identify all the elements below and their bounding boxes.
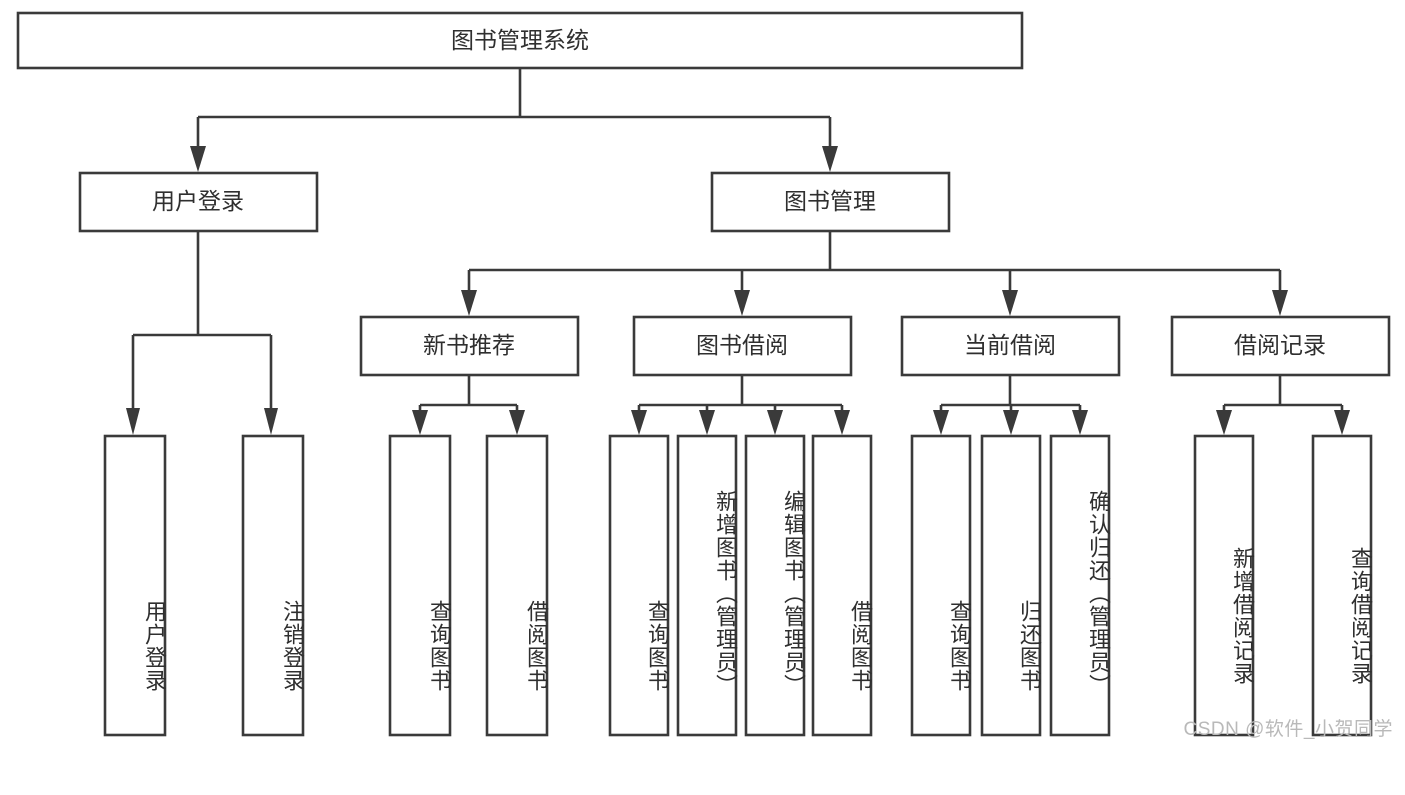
leaf-borrow-book-box[interactable] <box>811 434 873 737</box>
leaf-add-book-box[interactable] <box>676 434 738 737</box>
node-root-box[interactable] <box>16 11 1024 70</box>
leaf-return-book-box[interactable] <box>980 434 1042 737</box>
node-root-label: 图书管理系统 <box>451 27 589 53</box>
leaf-boxes-group <box>103 434 1373 737</box>
node-user-login[interactable]: 用户登录 <box>78 171 319 233</box>
arrowhead-leaf-return-book <box>1003 410 1019 435</box>
connector-group-user-login <box>126 231 278 435</box>
node-current-borrow-label: 当前借阅 <box>964 332 1056 358</box>
node-user-login-label: 用户登录 <box>152 188 244 214</box>
leaf-query-book-cur-box[interactable] <box>910 434 972 737</box>
node-root[interactable]: 图书管理系统 <box>16 11 1024 70</box>
leaf-query-book-borrow-box[interactable] <box>608 434 670 737</box>
connector-group-book-borrow <box>631 375 850 435</box>
leaf-confirm-return-box[interactable] <box>1049 434 1111 737</box>
connector-group-root <box>190 68 838 172</box>
arrowhead-borrow-record <box>1272 290 1288 316</box>
diagram-canvas-container: 图书管理系统 用户登录 图书管理 新书推荐 图书借阅 当前借阅 借阅记录 <box>16 11 1393 740</box>
arrowhead-leaf-query-book-rec <box>412 410 428 435</box>
leaf-logout-box[interactable] <box>241 434 305 737</box>
node-borrow-record[interactable]: 借阅记录 <box>1170 315 1391 377</box>
arrowhead-current-borrow <box>1002 290 1018 316</box>
connector-group-book-manage <box>461 231 1288 316</box>
node-new-book-recommend[interactable]: 新书推荐 <box>359 315 580 377</box>
connector-group-borrow-record <box>1216 375 1350 435</box>
leaf-borrow-book-rec-box[interactable] <box>485 434 549 737</box>
arrowhead-leaf-query-book-cur <box>933 410 949 435</box>
arrowhead-leaf-borrow-book-rec <box>509 410 525 435</box>
connector-group-current-borrow <box>933 375 1088 435</box>
leaf-add-record-box[interactable] <box>1193 434 1255 737</box>
node-book-manage[interactable]: 图书管理 <box>710 171 951 233</box>
node-new-book-recommend-box[interactable] <box>359 315 580 377</box>
leaf-user-login-box[interactable] <box>103 434 167 737</box>
node-book-manage-label: 图书管理 <box>784 188 876 214</box>
arrowhead-leaf-query-book-borrow <box>631 410 647 435</box>
node-book-manage-box[interactable] <box>710 171 951 233</box>
arrowhead-book-manage <box>822 146 838 172</box>
arrowhead-leaf-edit-book <box>767 410 783 435</box>
arrowhead-user-login <box>190 146 206 172</box>
node-new-book-recommend-label: 新书推荐 <box>423 332 515 358</box>
arrowhead-leaf-add-record <box>1216 410 1232 435</box>
node-borrow-record-label: 借阅记录 <box>1234 332 1326 358</box>
arrowhead-leaf-borrow-book <box>834 410 850 435</box>
arrowhead-leaf-query-record <box>1334 410 1350 435</box>
leaf-query-book-rec-box[interactable] <box>388 434 452 737</box>
csdn-watermark: CSDN @软件_小贺同学 <box>1183 719 1393 740</box>
arrowhead-leaf-add-book <box>699 410 715 435</box>
node-current-borrow-box[interactable] <box>900 315 1121 377</box>
leaf-edit-book-box[interactable] <box>744 434 806 737</box>
node-book-borrow-box[interactable] <box>632 315 853 377</box>
node-user-login-box[interactable] <box>78 171 319 233</box>
leaf-query-record-box[interactable] <box>1311 434 1373 737</box>
node-book-borrow-label: 图书借阅 <box>696 332 788 358</box>
node-borrow-record-box[interactable] <box>1170 315 1391 377</box>
arrowhead-book-borrow <box>734 290 750 316</box>
arrowhead-leaf-user-login <box>126 408 140 435</box>
node-book-borrow[interactable]: 图书借阅 <box>632 315 853 377</box>
hierarchy-diagram: 图书管理系统 用户登录 图书管理 新书推荐 图书借阅 当前借阅 借阅记录 <box>16 11 1391 737</box>
arrowhead-new-book-recommend <box>461 290 477 316</box>
node-current-borrow[interactable]: 当前借阅 <box>900 315 1121 377</box>
arrowhead-leaf-logout <box>264 408 278 435</box>
connector-group-new-book-recommend <box>412 375 525 435</box>
arrowhead-leaf-confirm-return <box>1072 410 1088 435</box>
